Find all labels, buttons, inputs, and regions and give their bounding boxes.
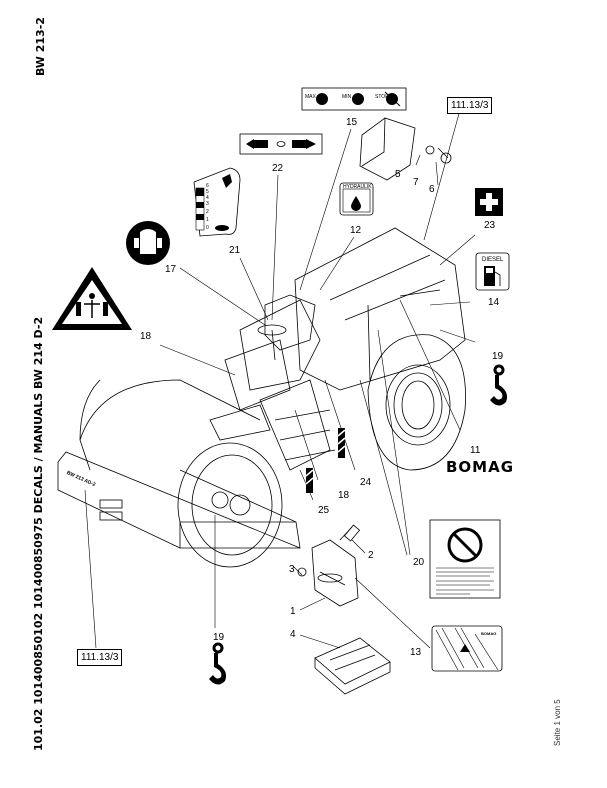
part-number-14: 14 <box>488 297 500 308</box>
diesel-label: DIESEL <box>482 257 504 263</box>
operator-seat <box>257 294 316 361</box>
warning-decal-brand: BOMAG <box>481 631 497 636</box>
ear-protection-icon <box>126 221 170 265</box>
part-number-19-right: 19 <box>492 351 504 362</box>
scale-tick-3: 3 <box>206 201 209 207</box>
throttle-label-min: MIN <box>342 94 352 100</box>
part-number-6: 6 <box>429 184 435 195</box>
scale-tick-1: 1 <box>206 217 209 223</box>
bomag-logo: BOMAG <box>446 458 515 476</box>
part-number-22: 22 <box>272 163 284 174</box>
scale-tick-0: 0 <box>206 225 209 231</box>
direction-arrows-decal <box>239 133 323 155</box>
front-drum <box>79 379 283 568</box>
parts-5-6-7 <box>359 117 452 181</box>
lifting-hook-icon <box>490 364 508 406</box>
first-aid-icon <box>475 188 503 216</box>
part-number-4: 4 <box>290 629 296 640</box>
part-number-11: 11 <box>470 445 481 456</box>
scale-tick-4: 4 <box>206 195 209 201</box>
scale-tick-5: 5 <box>206 189 209 195</box>
diesel-decal <box>475 252 510 291</box>
drum-frame <box>57 451 301 549</box>
rear-wheel <box>367 334 466 471</box>
part-number-24: 24 <box>360 477 372 488</box>
part-number-19-left: 19 <box>213 632 225 643</box>
leader-lines <box>84 109 476 649</box>
part-number-13: 13 <box>410 647 422 658</box>
hydraulic-decal <box>339 182 374 216</box>
reference-box-top: 111.13/3 <box>447 97 493 114</box>
part-number-2: 2 <box>368 550 374 561</box>
vibration-scale-decal <box>193 167 241 237</box>
scale-tick-2: 2 <box>206 209 209 215</box>
part-number-5: 5 <box>395 169 401 180</box>
part-number-21: 21 <box>229 245 241 256</box>
part-number-18-left: 18 <box>140 331 152 342</box>
hydraulic-label: HYDRAULIK <box>343 184 372 190</box>
throttle-decal <box>301 87 407 111</box>
crush-warning-triangle-icon <box>52 267 132 330</box>
part-number-12: 12 <box>350 225 362 236</box>
lifting-hook-icon-2 <box>209 642 227 685</box>
safety-instructions-decal <box>431 625 503 672</box>
part-number-25: 25 <box>318 505 330 516</box>
throttle-label-stop: STOP <box>375 94 389 100</box>
part-number-15: 15 <box>346 117 358 128</box>
throttle-label-max: MAX <box>305 94 316 100</box>
part-number-7: 7 <box>413 177 419 188</box>
reference-box-bottom: 111.13/3 <box>77 649 123 666</box>
part-number-3: 3 <box>289 564 295 575</box>
no-cleaning-warning-decal <box>429 519 501 599</box>
part-number-18-center: 18 <box>338 490 350 501</box>
manual-stack <box>314 637 391 695</box>
part-number-20: 20 <box>413 557 425 568</box>
machine-body <box>209 227 466 471</box>
registration-plate-holder <box>297 524 361 607</box>
part-number-17: 17 <box>165 264 177 275</box>
part-number-1: 1 <box>290 606 296 617</box>
part-number-23: 23 <box>484 220 496 231</box>
hazard-stripes <box>305 428 346 493</box>
scale-tick-6: 6 <box>206 183 209 189</box>
